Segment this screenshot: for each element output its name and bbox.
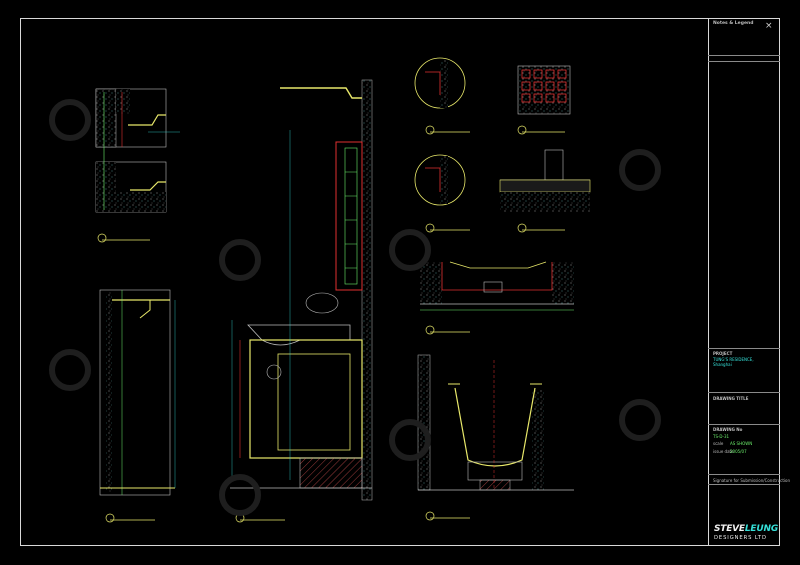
floor-section-detail [499, 149, 591, 233]
title-block [708, 18, 780, 546]
project-label: PROJECT [713, 351, 733, 356]
round-details [414, 57, 470, 233]
drawing-title-label: DRAWING TITLE [713, 396, 749, 401]
tb-rule [708, 55, 780, 56]
sink-section-detail [420, 261, 574, 335]
drawing-no-value: TS-D-31 [713, 434, 730, 439]
scale-label: scale [713, 441, 724, 446]
tb-rule [708, 392, 780, 393]
issue-label: issue date [713, 449, 734, 454]
notes-heading: Notes & Legend [713, 21, 754, 26]
detail-top-left [95, 88, 180, 243]
tile-grid-detail [517, 65, 571, 135]
corner-mark-icon: × [765, 21, 773, 31]
elevation-left [99, 289, 176, 523]
tb-rule [708, 61, 780, 62]
project-city: Shanghai [713, 362, 732, 367]
company-logo-subtitle: DESIGNERS LTD [714, 535, 767, 541]
drawing-no-label: DRAWING No [713, 427, 743, 432]
sheet-border [20, 18, 780, 546]
issue-value: 2005/07 [730, 449, 747, 454]
scale-value: AS SHOWN [730, 441, 753, 446]
tb-rule [708, 474, 780, 475]
bathtub-section-detail [417, 354, 574, 521]
tb-rule [708, 484, 780, 485]
signature-label: Signature for Submission/Construction [713, 478, 791, 483]
tb-rule [708, 348, 780, 349]
elevation-center [230, 79, 373, 523]
watermark-pattern [49, 99, 661, 516]
tb-rule [708, 424, 780, 425]
project-name: TUNG'S RESIDENCE, [713, 357, 754, 362]
company-logo: STEVELEUNG [714, 524, 779, 534]
